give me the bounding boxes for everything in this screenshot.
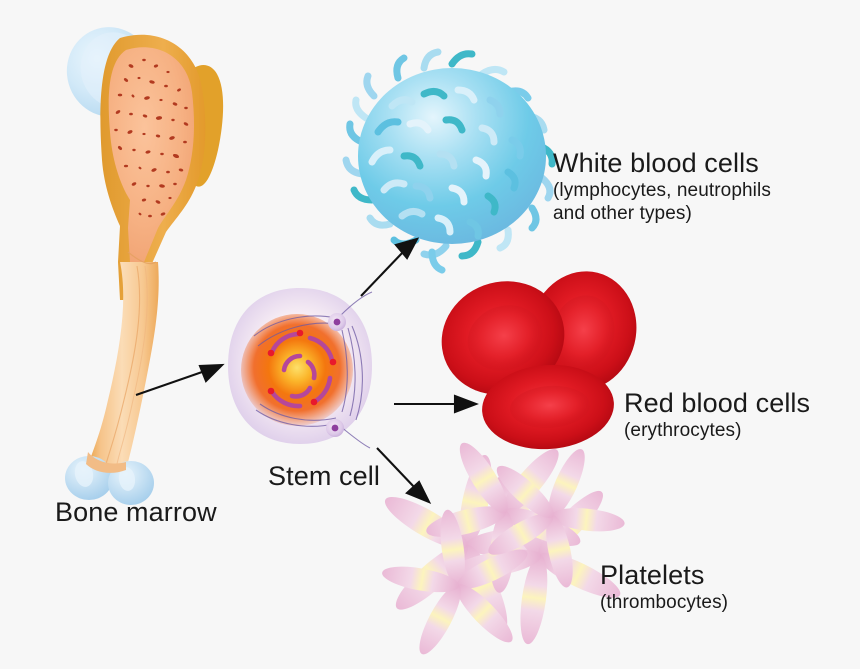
- spindle-fibers: [253, 291, 373, 449]
- platelets-subtitle: (thrombocytes): [600, 592, 729, 613]
- arrow-stem-to-wbc: [360, 237, 420, 297]
- red-blood-cells-title: Red blood cells: [624, 388, 811, 418]
- label-red-blood-cells: Red blood cells (erythrocytes): [624, 388, 810, 442]
- white-blood-cells-subtitle-line1: (lymphocytes, neutrophils: [553, 180, 771, 201]
- arrow-stem-to-rbc: [394, 394, 479, 414]
- label-white-blood-cells: White blood cells (lymphocytes, neutroph…: [553, 148, 771, 225]
- white-blood-cells-title: White blood cells: [553, 148, 759, 178]
- rbc-front: [482, 364, 614, 450]
- red-blood-cells: [441, 271, 637, 450]
- white-blood-cells-subtitle-line2: and other types): [553, 203, 692, 224]
- white-blood-cell: [342, 48, 556, 274]
- marrow-speckles: [114, 58, 189, 218]
- platelet: [488, 449, 625, 588]
- label-platelets: Platelets (thrombocytes): [600, 560, 728, 614]
- platelet: [382, 509, 528, 655]
- platelet-cluster: [382, 442, 625, 655]
- label-stem-cell: Stem cell: [268, 461, 380, 492]
- centrosome: [328, 313, 346, 331]
- chromosome-centromeres: [267, 329, 337, 406]
- bone-marrow-title: Bone marrow: [55, 497, 217, 527]
- chromosomes: [269, 331, 335, 409]
- stem-cell-title: Stem cell: [268, 461, 380, 491]
- arrow-bone-to-stem: [135, 363, 225, 396]
- red-blood-cells-subtitle: (erythrocytes): [624, 420, 742, 441]
- label-bone-marrow: Bone marrow: [55, 497, 217, 528]
- centrosome: [326, 419, 344, 437]
- arrow-stem-to-platelets: [376, 447, 432, 505]
- stem-cell: [228, 288, 373, 449]
- platelets-title: Platelets: [600, 560, 705, 590]
- rbc-upper-left: [441, 281, 565, 395]
- microvilli-surface: [368, 86, 524, 240]
- femur-bone: [65, 27, 224, 505]
